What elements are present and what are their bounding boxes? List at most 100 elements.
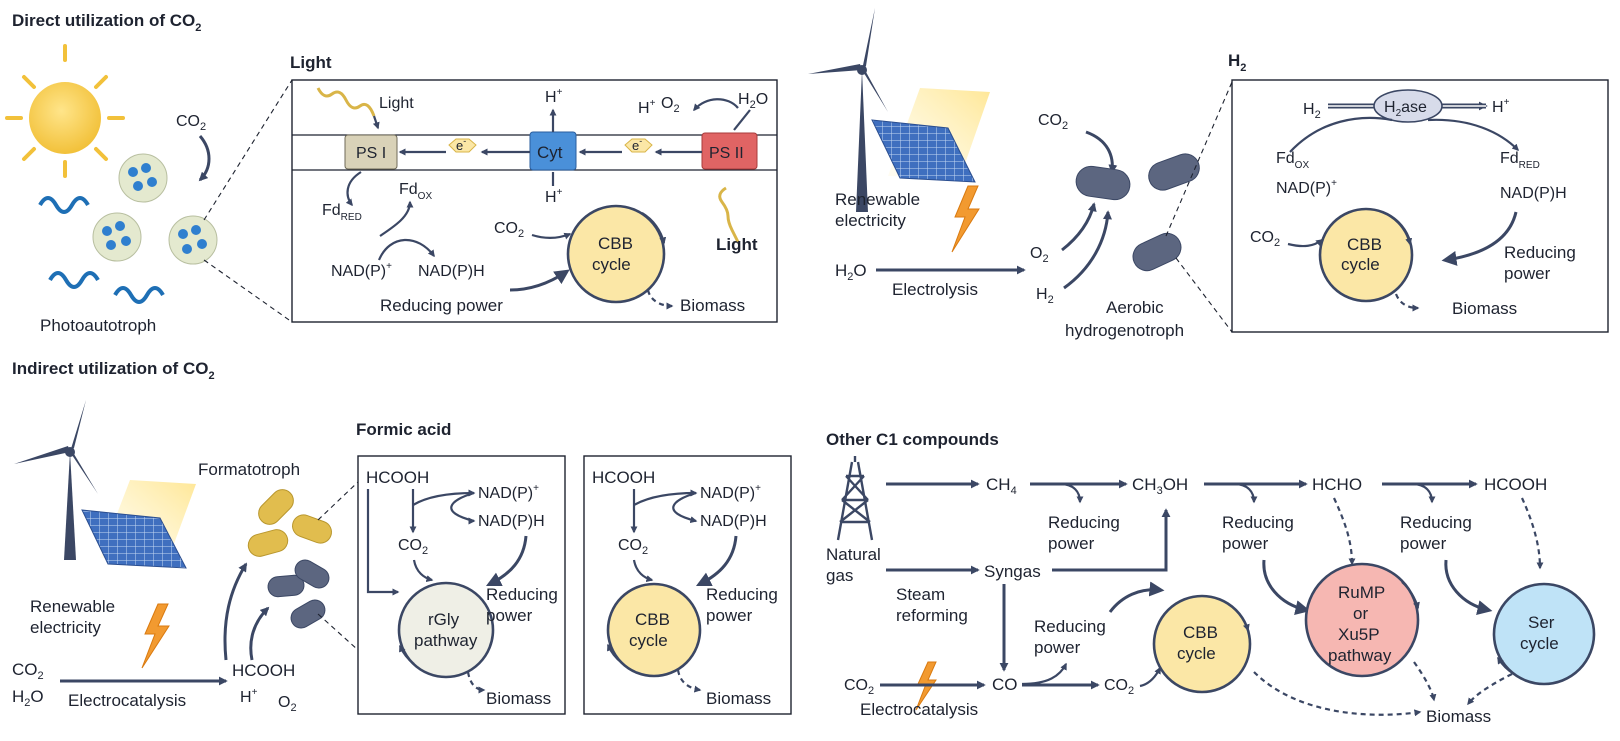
other-reducing-1c: Reducing bbox=[1400, 513, 1472, 532]
h2-nadph: NAD(P)H bbox=[1500, 185, 1567, 202]
other-reducing-2c: power bbox=[1400, 534, 1447, 553]
svg-text:cycle: cycle bbox=[1520, 634, 1559, 653]
other-natural-2: gas bbox=[826, 566, 853, 585]
photo-co2: CO2 bbox=[176, 113, 206, 133]
formic-cbb-cycle: CBB cycle bbox=[606, 582, 702, 678]
rump-xu5p-pathway: RuMP or Xu5P pathway bbox=[1304, 562, 1420, 678]
fcbb-biomass: Biomass bbox=[706, 689, 771, 708]
svg-text:CBB: CBB bbox=[1183, 623, 1218, 642]
section-title-indirect: Indirect utilization of CO2 bbox=[12, 359, 215, 382]
svg-text:Ser: Ser bbox=[1528, 613, 1555, 632]
sun-icon bbox=[5, 44, 125, 178]
other-natural-1: Natural bbox=[826, 545, 881, 564]
fcbb-nadph: NAD(P)H bbox=[700, 513, 767, 530]
formato-h2o: H2O bbox=[12, 687, 44, 709]
other-cbb-cycle: CBB cycle bbox=[1152, 594, 1252, 694]
other-steam-1: Steam bbox=[896, 585, 945, 604]
panel-h2-box bbox=[1231, 79, 1609, 333]
formato-co2: CO2 bbox=[12, 660, 44, 682]
fd-red: FdRED bbox=[322, 202, 362, 223]
hydro-aerobic-2: hydrogenotroph bbox=[1065, 321, 1184, 340]
hydro-co2: CO2 bbox=[1038, 112, 1068, 132]
svg-text:cycle: cycle bbox=[1341, 255, 1380, 274]
light-wave-icon bbox=[316, 87, 376, 117]
rgly-reducing-1: Reducing bbox=[486, 585, 558, 604]
other-hcho: HCHO bbox=[1312, 475, 1362, 494]
formatotroph-cells-icon bbox=[247, 489, 332, 629]
svg-text:or: or bbox=[1353, 604, 1368, 623]
other-biomass: Biomass bbox=[1426, 707, 1491, 726]
rgly-hcooh: HCOOH bbox=[366, 468, 429, 487]
formato-o2: O2 bbox=[278, 694, 297, 714]
hydro-renewable-2: electricity bbox=[835, 211, 906, 230]
svg-text:cycle: cycle bbox=[592, 255, 631, 274]
svg-text:Xu5P: Xu5P bbox=[1338, 625, 1380, 644]
svg-text:CBB: CBB bbox=[635, 610, 670, 629]
light-nadph: NAD(P)H bbox=[418, 263, 485, 280]
hydro-electrolysis: Electrolysis bbox=[892, 280, 978, 299]
wind-turbine-icon-2 bbox=[14, 400, 98, 560]
hydro-renewable-1: Renewable bbox=[835, 190, 920, 209]
other-reducing-1a: Reducing bbox=[1048, 513, 1120, 532]
psii-o2: O2 bbox=[661, 95, 680, 115]
rgly-pathway: rGly pathway bbox=[397, 581, 495, 679]
svg-text:CBB: CBB bbox=[598, 234, 633, 253]
svg-text:rGly: rGly bbox=[428, 610, 460, 629]
rgly-biomass: Biomass bbox=[486, 689, 551, 708]
svg-text:cycle: cycle bbox=[1177, 644, 1216, 663]
panel-light-title: Light bbox=[290, 53, 332, 72]
h2-co2: CO2 bbox=[1250, 229, 1280, 249]
svg-text:cycle: cycle bbox=[629, 631, 668, 650]
h2-cbb-cycle: CBB cycle bbox=[1318, 207, 1414, 303]
fcbb-co2: CO2 bbox=[618, 537, 648, 557]
solar-panel-icon-2 bbox=[81, 480, 196, 569]
wind-turbine-icon bbox=[808, 8, 888, 212]
hydrogenotroph-cells-icon bbox=[1075, 153, 1200, 272]
ps2-box: PS II bbox=[701, 132, 758, 170]
svg-text:e-: e- bbox=[456, 136, 466, 153]
h2-biomass: Biomass bbox=[1452, 299, 1517, 318]
hydro-aerobic-1: Aerobic bbox=[1106, 298, 1164, 317]
rgly-nadph: NAD(P)H bbox=[478, 513, 545, 530]
svg-text:CBB: CBB bbox=[1347, 235, 1382, 254]
other-ch3oh: CH3OH bbox=[1132, 475, 1188, 497]
svg-text:Cyt: Cyt bbox=[537, 143, 563, 162]
svg-text:RuMP: RuMP bbox=[1338, 583, 1385, 602]
h2-fd-red: FdRED bbox=[1500, 150, 1540, 171]
other-ch4: CH4 bbox=[986, 475, 1017, 497]
other-co2-a: CO2 bbox=[844, 677, 874, 697]
other-reducing-2b: power bbox=[1222, 534, 1269, 553]
hydro-o2: O2 bbox=[1030, 245, 1049, 265]
formato-electrocatalysis: Electrocatalysis bbox=[68, 691, 186, 710]
h2-nadp: NAD(P)+ bbox=[1276, 178, 1337, 197]
svg-text:H2ase: H2ase bbox=[1384, 99, 1427, 119]
light-reducing-power: Reducing power bbox=[380, 296, 503, 315]
panel-light-box bbox=[291, 79, 778, 323]
other-reducing-1b: Reducing bbox=[1222, 513, 1294, 532]
svg-text:PS II: PS II bbox=[709, 145, 744, 162]
h2-substrate: H2 bbox=[1303, 101, 1321, 121]
section-title-direct: Direct utilization of CO2 bbox=[12, 11, 201, 34]
lightning-icon bbox=[951, 185, 980, 253]
lightning-icon-2 bbox=[141, 603, 170, 669]
light1-label: Light bbox=[379, 95, 414, 112]
fcbb-nadp: NAD(P)+ bbox=[700, 483, 761, 502]
light-biomass: Biomass bbox=[680, 296, 745, 315]
other-reducing-1d: Reducing bbox=[1034, 617, 1106, 636]
panel-formic-title: Formic acid bbox=[356, 420, 451, 439]
cyt-h-top: H+ bbox=[545, 87, 563, 106]
ps1-box: PS I bbox=[344, 134, 398, 170]
other-reducing-2d: power bbox=[1034, 638, 1081, 657]
svg-text:PS I: PS I bbox=[356, 145, 386, 162]
solar-panel-icon bbox=[871, 88, 990, 183]
hydro-h2o: H2O bbox=[835, 261, 867, 283]
fd-ox: FdOX bbox=[399, 181, 432, 202]
psii-h: H+ bbox=[638, 98, 656, 117]
panel-h2-title: H2 bbox=[1228, 51, 1246, 74]
h2-h-plus: H+ bbox=[1492, 97, 1510, 116]
svg-text:pathway: pathway bbox=[414, 631, 478, 650]
other-steam-2: reforming bbox=[896, 606, 968, 625]
other-title: Other C1 compounds bbox=[826, 430, 999, 449]
fcbb-hcooh: HCOOH bbox=[592, 468, 655, 487]
rgly-nadp: NAD(P)+ bbox=[478, 483, 539, 502]
